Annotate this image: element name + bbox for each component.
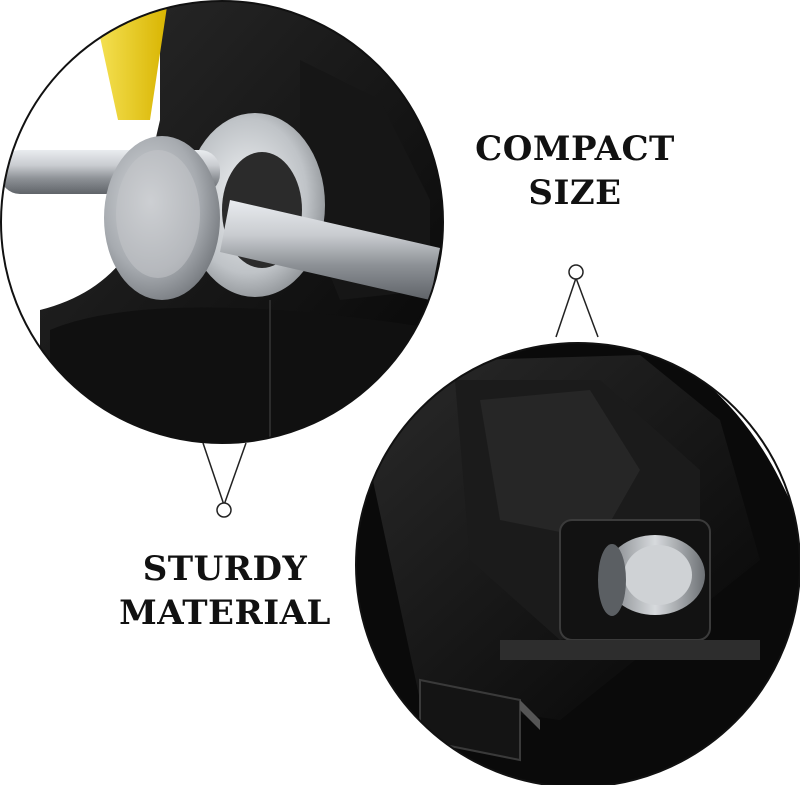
compact-caption-line1: COMPACT xyxy=(475,129,675,169)
bolt-closeup-photo xyxy=(356,343,800,785)
rod-closeup-photo xyxy=(1,1,443,443)
sturdy-caption-line2: MATERIAL xyxy=(119,592,331,633)
compact-size-caption: COMPACT SIZE xyxy=(455,128,695,215)
compact-caption-line2: SIZE xyxy=(528,172,622,213)
callout-pointer-compact xyxy=(555,264,599,338)
callout-pointer-sturdy xyxy=(202,442,247,518)
sturdy-caption-line1: STURDY xyxy=(142,549,308,589)
bottom-circle-border xyxy=(355,342,800,785)
sturdy-material-caption: STURDY MATERIAL xyxy=(100,548,350,635)
top-circle-border xyxy=(0,0,444,444)
